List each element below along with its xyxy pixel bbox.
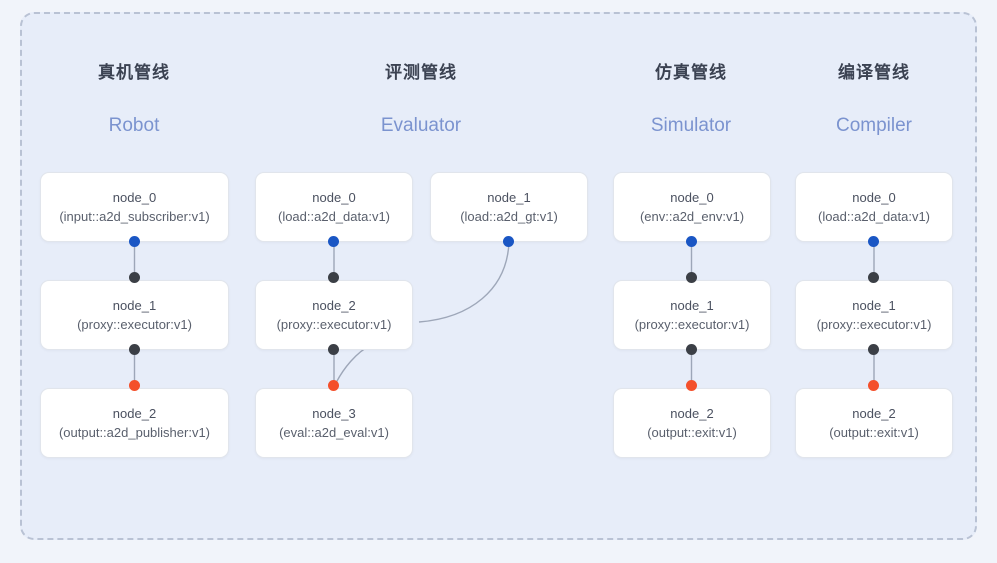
port-output-compiler-node-1[interactable]: [868, 344, 879, 355]
node-title: node_1: [112, 298, 157, 313]
node-card-sim-node-2[interactable]: node_2 (output::exit:v1): [613, 388, 771, 458]
node-title: node_2: [670, 406, 714, 421]
node-title: node_0: [852, 190, 896, 205]
port-input-eval-node-2[interactable]: [328, 272, 339, 283]
node-title: node_1: [670, 298, 714, 313]
port-input-eval-node-1[interactable]: [503, 236, 514, 247]
node-card-robot-node-0[interactable]: node_0 (input::a2d_subscriber:v1): [40, 172, 229, 242]
node-card-eval-node-3[interactable]: node_3 (eval::a2d_eval:v1): [255, 388, 413, 458]
node-card-compiler-node-2[interactable]: node_2 (output::exit:v1): [795, 388, 953, 458]
port-input-robot-node-1[interactable]: [129, 272, 140, 283]
port-input-compiler-node-0[interactable]: [868, 236, 879, 247]
port-input-compiler-node-1[interactable]: [868, 272, 879, 283]
node-subtitle: (output::exit:v1): [647, 425, 737, 440]
node-subtitle: (load::a2d_data:v1): [277, 209, 391, 224]
node-subtitle: (load::a2d_data:v1): [817, 209, 931, 224]
node-subtitle: (input::a2d_subscriber:v1): [59, 209, 210, 224]
node-subtitle: (proxy::executor:v1): [634, 317, 750, 332]
node-card-eval-node-1[interactable]: node_1 (load::a2d_gt:v1): [430, 172, 588, 242]
node-subtitle: (output::a2d_publisher:v1): [58, 425, 211, 440]
node-title: node_1: [487, 190, 531, 205]
port-input-eval-node-3[interactable]: [328, 380, 339, 391]
node-card-eval-node-2[interactable]: node_2 (proxy::executor:v1): [255, 280, 413, 350]
node-card-compiler-node-1[interactable]: node_1 (proxy::executor:v1): [795, 280, 953, 350]
node-card-compiler-node-0[interactable]: node_0 (load::a2d_data:v1): [795, 172, 953, 242]
node-card-sim-node-1[interactable]: node_1 (proxy::executor:v1): [613, 280, 771, 350]
diagram-frame: [20, 12, 977, 540]
node-subtitle: (output::exit:v1): [829, 425, 919, 440]
port-output-sim-node-1[interactable]: [686, 344, 697, 355]
port-output-robot-node-1[interactable]: [129, 344, 140, 355]
node-subtitle: (proxy::executor:v1): [77, 317, 192, 332]
port-input-sim-node-0[interactable]: [686, 236, 697, 247]
node-subtitle: (load::a2d_gt:v1): [460, 209, 558, 224]
port-output-eval-node-2[interactable]: [328, 344, 339, 355]
node-subtitle: (env::a2d_env:v1): [639, 209, 745, 224]
node-subtitle: (eval::a2d_eval:v1): [279, 425, 389, 440]
port-input-sim-node-1[interactable]: [686, 272, 697, 283]
node-subtitle: (proxy::executor:v1): [816, 317, 932, 332]
node-title: node_0: [312, 190, 356, 205]
node-title: node_0: [670, 190, 714, 205]
port-input-eval-node-0[interactable]: [328, 236, 339, 247]
node-title: node_0: [112, 190, 157, 205]
node-title: node_3: [312, 406, 356, 421]
node-title: node_2: [112, 406, 157, 421]
node-title: node_2: [852, 406, 896, 421]
port-input-sim-node-2[interactable]: [686, 380, 697, 391]
node-title: node_1: [852, 298, 896, 313]
node-card-robot-node-1[interactable]: node_1 (proxy::executor:v1): [40, 280, 229, 350]
node-card-eval-node-0[interactable]: node_0 (load::a2d_data:v1): [255, 172, 413, 242]
node-subtitle: (proxy::executor:v1): [276, 317, 392, 332]
port-input-robot-node-0[interactable]: [129, 236, 140, 247]
node-card-robot-node-2[interactable]: node_2 (output::a2d_publisher:v1): [40, 388, 229, 458]
port-input-compiler-node-2[interactable]: [868, 380, 879, 391]
port-input-robot-node-2[interactable]: [129, 380, 140, 391]
node-card-sim-node-0[interactable]: node_0 (env::a2d_env:v1): [613, 172, 771, 242]
node-title: node_2: [312, 298, 356, 313]
